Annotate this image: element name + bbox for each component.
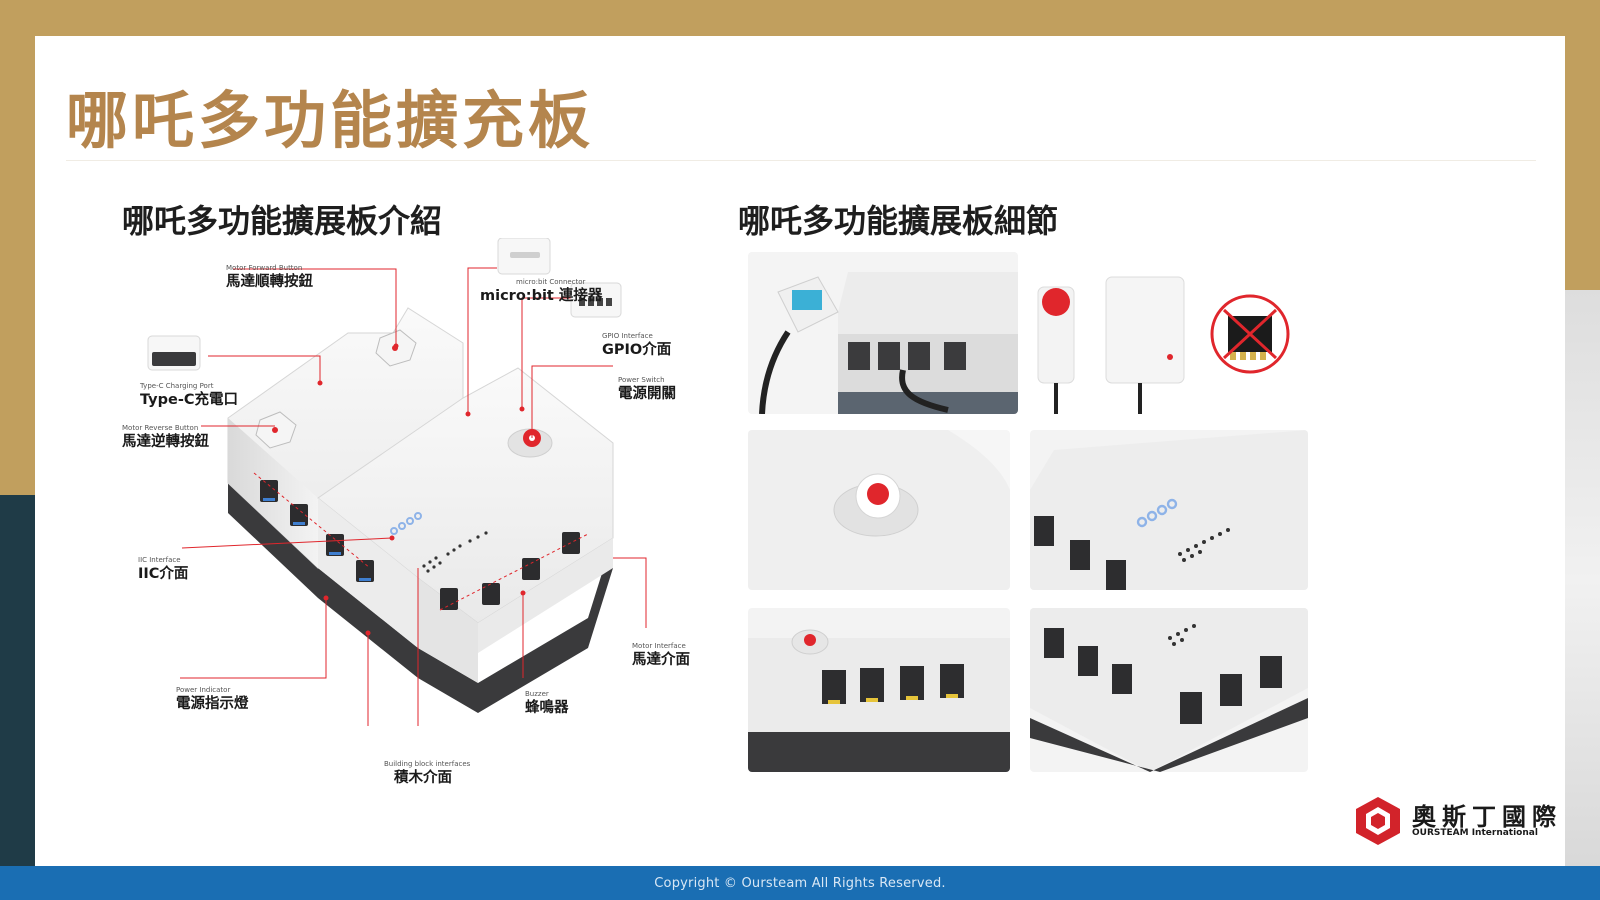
slide-title: 哪吒多功能擴充板 (66, 84, 595, 157)
copyright-text: Copyright © Oursteam All Rights Reserved… (654, 875, 946, 891)
callout-motor-interface: Motor Interface 馬達介面 (632, 642, 690, 668)
background-right-gold (1560, 0, 1600, 295)
callout-buzzer: Buzzer 蜂鳴器 (525, 690, 569, 716)
board-diagram: Motor Forward Button 馬達順轉按鈕 micro:bit Co… (118, 237, 708, 798)
detail-photos (748, 252, 1308, 772)
callout-building-block-interfaces: Building block interfaces 積木介面 (384, 760, 471, 786)
footer-bar: Copyright © Oursteam All Rights Reserved… (0, 866, 1600, 900)
callout-motor-reverse-button: Motor Reverse Button 馬達逆轉按鈕 (122, 424, 209, 450)
callout-power-switch: Power Switch 電源開關 (618, 376, 676, 402)
section-title-introduction: 哪吒多功能擴展板介紹 (122, 202, 443, 240)
photo-leds-buzzer (1030, 430, 1308, 590)
callout-gpio-interface: GPIO Interface GPIO介面 (602, 332, 672, 358)
photo-iic-ports (748, 608, 1010, 772)
callout-motor-forward-button: Motor Forward Button 馬達順轉按鈕 (226, 264, 313, 290)
background-right-grey (1560, 290, 1600, 870)
callout-power-indicator: Power Indicator 電源指示燈 (176, 686, 249, 712)
title-divider (66, 160, 1536, 161)
callout-typec-charging-port: Type-C Charging Port Type-C充電口 (140, 382, 238, 408)
board-illustration (147, 237, 647, 726)
company-logo: 奧斯丁國際 OURSTEAM International (1352, 795, 1562, 847)
callout-iic-interface: IIC Interface IIC介面 (138, 556, 189, 582)
cube-logo-icon (1356, 797, 1400, 845)
photo-motor-ports (1030, 608, 1308, 772)
callout-microbit-connector: micro:bit Connector micro:bit 連接器 (480, 278, 603, 304)
logo-english-name: OURSTEAM International (1412, 828, 1538, 838)
background-left-dark (0, 495, 40, 875)
photo-accessories (1028, 252, 1308, 414)
section-title-details: 哪吒多功能擴展板細節 (738, 202, 1059, 240)
photo-power-button (748, 430, 1010, 590)
photo-cable-ports (748, 252, 1018, 414)
logo-chinese-name: 奧斯丁國際 (1412, 803, 1562, 831)
